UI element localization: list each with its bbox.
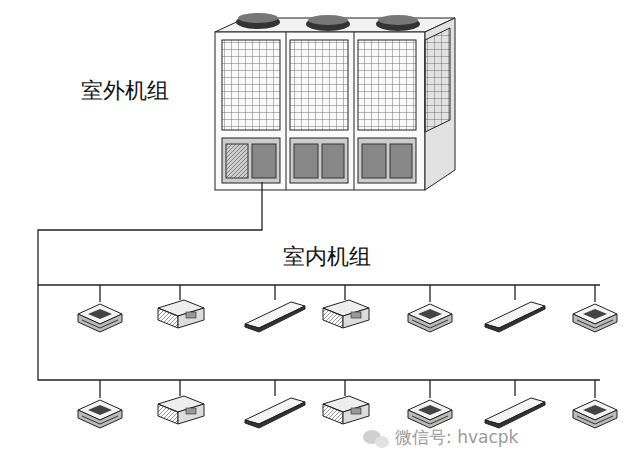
watermark: 微信号: hvacpk bbox=[392, 428, 521, 448]
watermark-icon bbox=[363, 430, 389, 448]
indoor-unit-label: 室内机组 bbox=[280, 244, 374, 269]
outdoor-unit-label: 室外机组 bbox=[78, 78, 172, 103]
refrigerant-pipe bbox=[38, 182, 600, 398]
outdoor-unit bbox=[215, 13, 455, 190]
indoor-units bbox=[78, 300, 617, 428]
